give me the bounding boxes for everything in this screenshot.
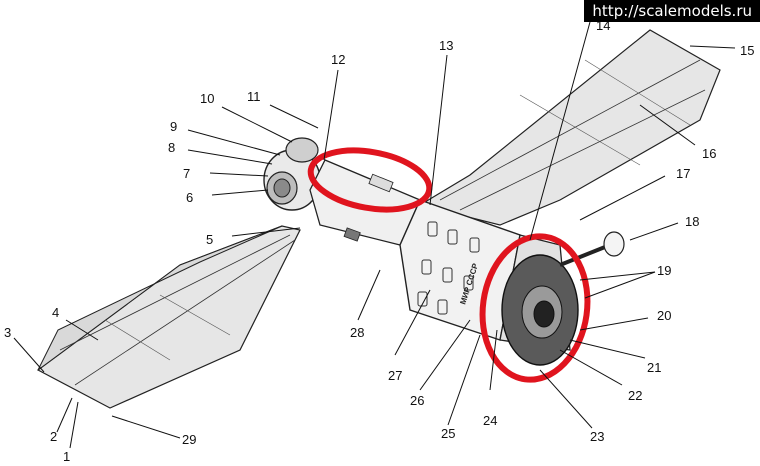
callout-29: 29 xyxy=(182,432,196,447)
callout-22: 22 xyxy=(628,388,642,403)
callout-19: 19 xyxy=(657,263,671,278)
callout-16: 16 xyxy=(702,146,716,161)
watermark-label: http://scalemodels.ru xyxy=(584,0,760,22)
callout-27: 27 xyxy=(388,368,402,383)
antenna-boom-end xyxy=(603,231,625,257)
callout-7: 7 xyxy=(183,166,190,181)
solar-panel-upper xyxy=(418,29,721,226)
small-diameter-section xyxy=(309,159,421,246)
leader-lines xyxy=(13,21,736,449)
callout-12: 12 xyxy=(331,52,345,67)
callout-8: 8 xyxy=(168,140,175,155)
callout-23: 23 xyxy=(590,429,604,444)
callout-numbers: 1 2 3 4 5 6 7 8 9 10 11 12 13 14 15 16 1… xyxy=(4,18,754,464)
callout-21: 21 xyxy=(647,360,661,375)
aft-section xyxy=(499,231,625,366)
solar-panel-lower-2 xyxy=(37,225,283,371)
highlight-circle-aft xyxy=(479,233,591,383)
callout-2: 2 xyxy=(50,429,57,444)
callout-24: 24 xyxy=(483,413,497,428)
large-diameter-section: МИР СССР xyxy=(399,199,521,341)
callout-4: 4 xyxy=(52,305,59,320)
callout-15: 15 xyxy=(740,43,754,58)
solar-array xyxy=(36,29,721,409)
callout-10: 10 xyxy=(200,91,214,106)
callout-26: 26 xyxy=(410,393,424,408)
highlight-marks xyxy=(307,147,591,383)
highlight-circle-upper xyxy=(307,147,433,213)
callout-11: 11 xyxy=(247,89,261,104)
callout-5: 5 xyxy=(206,232,213,247)
callout-3: 3 xyxy=(4,325,11,340)
solar-panel-lower xyxy=(36,225,301,409)
docking-node xyxy=(263,137,321,211)
callout-17: 17 xyxy=(676,166,690,181)
callout-28: 28 xyxy=(350,325,364,340)
callout-1: 1 xyxy=(63,449,70,464)
callout-18: 18 xyxy=(685,214,699,229)
callout-6: 6 xyxy=(186,190,193,205)
callout-25: 25 xyxy=(441,426,455,441)
callout-20: 20 xyxy=(657,308,671,323)
callout-13: 13 xyxy=(439,38,453,53)
callout-9: 9 xyxy=(170,119,177,134)
